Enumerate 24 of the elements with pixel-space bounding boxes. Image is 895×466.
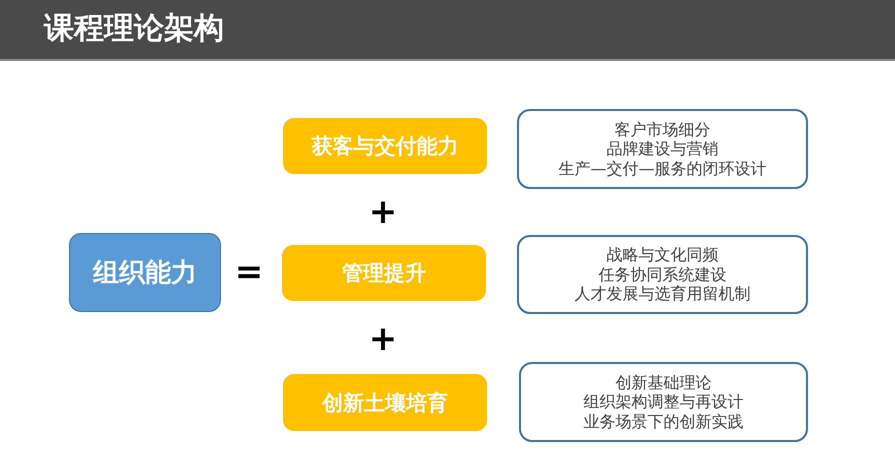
- result-box: [69, 233, 221, 312]
- detail-box: [517, 109, 808, 189]
- component-box: [283, 374, 487, 431]
- detail-item-text: 创新基础理论: [616, 372, 712, 392]
- component-box: [282, 245, 486, 301]
- detail-item-text: 客户市场细分: [614, 120, 710, 140]
- plus-sign: +: [368, 322, 398, 356]
- component-label: 获客与交付能力: [312, 133, 458, 160]
- detail-item-text: 战略与文化同频: [606, 245, 718, 265]
- result-label: 组织能力: [93, 256, 197, 290]
- detail-box: [519, 362, 808, 442]
- component-label: 创新土壤培育: [322, 390, 448, 416]
- detail-box: [517, 235, 808, 314]
- detail-item-text: 业务场景下的创新实践: [584, 412, 744, 432]
- detail-item-text: 组织架构调整与再设计: [584, 392, 744, 412]
- title-text: 课程理论架构: [44, 10, 224, 48]
- component-box: [283, 118, 487, 174]
- detail-item-text: 品牌建设与营销: [606, 139, 718, 159]
- component-label: 管理提升: [342, 260, 426, 287]
- equals-sign: =: [234, 255, 264, 289]
- plus-sign: +: [368, 195, 398, 229]
- detail-item-text: 人才发展与选育用留机制: [574, 284, 750, 304]
- detail-item-text: 生产—交付—服务的闭环设计: [558, 158, 766, 178]
- detail-item-text: 任务协同系统建设: [598, 264, 726, 284]
